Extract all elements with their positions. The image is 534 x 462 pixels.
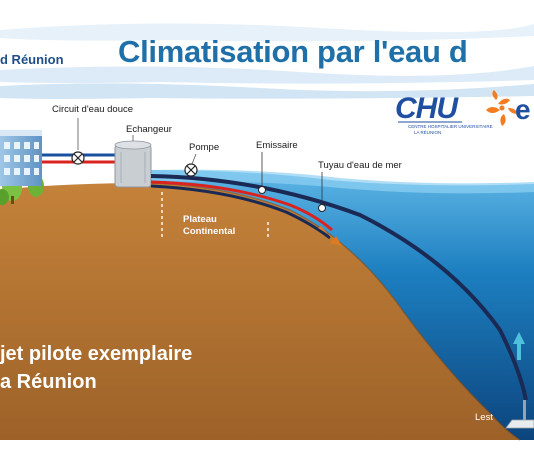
discharge-arrow bbox=[318, 226, 342, 246]
label-echangeur: Echangeur bbox=[126, 124, 172, 135]
pump-leader-line bbox=[191, 153, 197, 165]
chu-logo-subtext: CENTRE HOSPITALIER UNIVERSITAIRE bbox=[408, 124, 493, 129]
region-label: d Réunion bbox=[0, 52, 64, 67]
edf-logo-icon bbox=[486, 90, 518, 126]
seawater-return-pipe bbox=[150, 184, 331, 240]
headline-line-1: jet pilote exemplaire bbox=[0, 343, 193, 365]
hospital-building bbox=[0, 130, 42, 186]
edf-logo-letter: e bbox=[515, 94, 531, 125]
seawater-outfall-pipe bbox=[150, 180, 333, 232]
cold-water-up-arrow bbox=[513, 332, 525, 360]
pump-icon bbox=[184, 163, 198, 177]
label-plateau: Plateau bbox=[183, 214, 217, 225]
label-emissaire: Emissaire bbox=[256, 140, 298, 151]
lower-plain bbox=[0, 440, 534, 462]
emissaire-marker bbox=[258, 152, 266, 194]
label-tuyau: Tuyau d'eau de mer bbox=[318, 160, 402, 171]
tuyau-marker bbox=[318, 172, 326, 212]
ground-area bbox=[0, 183, 534, 462]
exchanger-unit bbox=[114, 140, 152, 188]
chu-logo-region: LA RÉUNION bbox=[414, 130, 442, 135]
label-pompe: Pompe bbox=[189, 142, 220, 153]
headline-line-2: a Réunion bbox=[0, 371, 97, 393]
circuit-valve-icon bbox=[71, 151, 85, 165]
seawater-intake-pipe bbox=[150, 174, 528, 401]
ballast-block bbox=[505, 400, 534, 429]
background-brush-strokes bbox=[0, 23, 534, 99]
page-title: Climatisation par l'eau d bbox=[118, 34, 468, 69]
plateau-continental-guides bbox=[161, 192, 269, 240]
shelf-edge bbox=[149, 182, 521, 441]
label-continental: Continental bbox=[183, 226, 236, 237]
label-lest: Lest bbox=[475, 412, 493, 423]
chu-logo: CHU bbox=[395, 92, 458, 125]
label-circuit: Circuit d'eau douce bbox=[52, 104, 134, 115]
sea-surface-highlight bbox=[150, 169, 534, 194]
